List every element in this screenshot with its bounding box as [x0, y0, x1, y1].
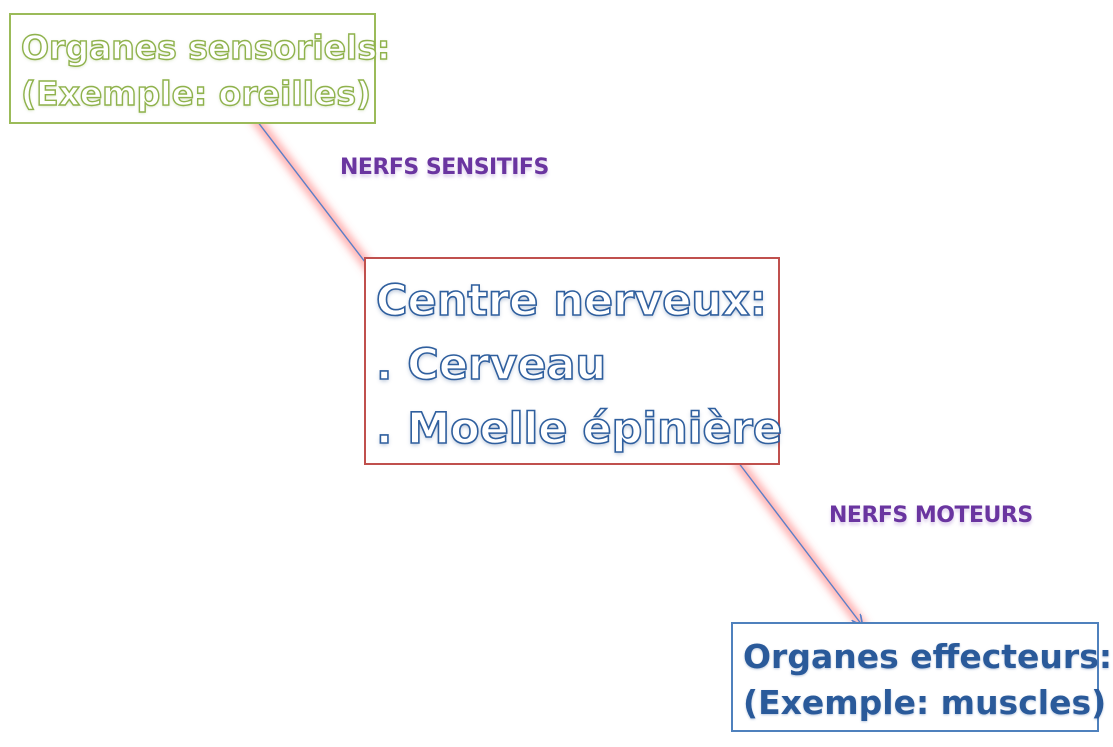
label-nerfs-sensitifs: NERFS SENSITIFS	[340, 155, 549, 180]
box-example: (Exemple: muscles)	[743, 683, 1107, 722]
arrow-line	[253, 116, 375, 275]
box-item-brain: . Cerveau	[375, 339, 607, 391]
box-title: Organes effecteurs:	[743, 637, 1113, 676]
arrow-line	[737, 461, 862, 625]
box-title: Organes sensoriels:	[20, 27, 391, 67]
box-nervous-center: Centre nerveux: . Cerveau . Moelle épini…	[364, 257, 783, 465]
arrow-sensory-nerves	[249, 112, 380, 280]
box-effector-organs: Organes effecteurs: (Exemple: muscles)	[731, 622, 1113, 732]
box-example: (Exemple: oreilles)	[20, 73, 372, 113]
arrow-motor-nerves	[733, 457, 867, 630]
box-title: Centre nerveux:	[375, 275, 768, 327]
box-sensory-organs: Organes sensoriels: (Exemple: oreilles)	[9, 13, 391, 124]
label-nerfs-moteurs: NERFS MOTEURS	[829, 503, 1033, 528]
box-item-spinal-cord: . Moelle épinière	[375, 403, 783, 455]
